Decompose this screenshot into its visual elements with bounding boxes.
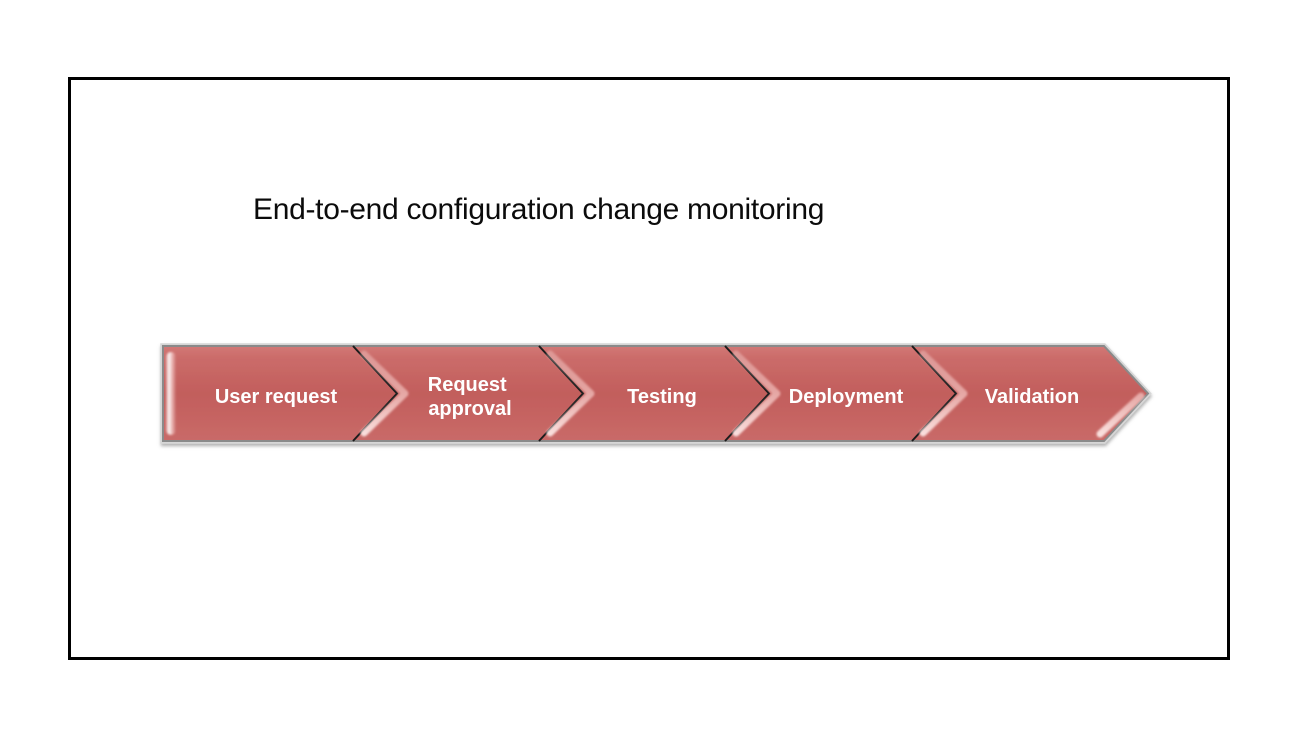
step-label-request-approval: Request approval (428, 374, 512, 420)
chevron-band-body (162, 345, 1150, 442)
gloss-highlights (166, 350, 1145, 438)
step-label-testing: Testing (627, 386, 697, 408)
gloss-chevron-2 (546, 350, 595, 437)
step-labels: User request Request approval Testing De… (215, 374, 1079, 420)
gloss-arrow-tip (1096, 392, 1145, 438)
gloss-chevron-3 (732, 350, 781, 437)
chevron-band: User request Request approval Testing De… (160, 343, 1152, 444)
step-label-validation: Validation (985, 386, 1079, 408)
step-label-deployment: Deployment (789, 386, 904, 408)
gloss-chevron-1 (360, 350, 409, 437)
gloss-left-edge (166, 352, 176, 435)
gloss-chevron-4 (919, 350, 968, 437)
step-label-user-request: User request (215, 386, 338, 408)
diagram-title: End-to-end configuration change monitori… (253, 193, 825, 226)
